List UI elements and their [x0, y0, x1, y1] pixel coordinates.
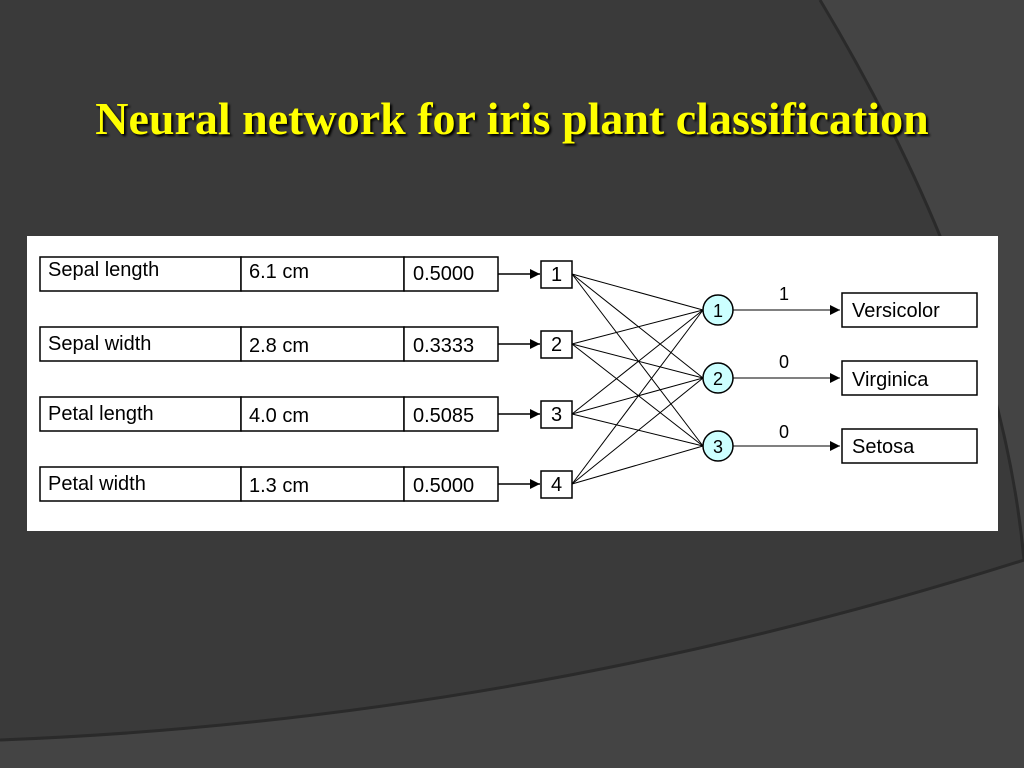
- input-node-label: 2: [551, 334, 562, 356]
- output-value: 0: [779, 422, 789, 442]
- class-label: Setosa: [852, 436, 915, 458]
- feature-name-cell: [39, 256, 242, 292]
- feature-name: Petal width: [48, 473, 146, 495]
- normalized-value: 0.3333: [413, 335, 474, 357]
- input-node-box: [540, 470, 573, 499]
- class-box: [841, 360, 978, 396]
- input-row-3: Petal length 4.0 cm 0.5085 3: [39, 396, 573, 432]
- input-node-label: 3: [551, 404, 562, 426]
- input-node-box: [540, 400, 573, 429]
- output-value: 1: [779, 284, 789, 304]
- neuron-label: 1: [713, 301, 723, 321]
- feature-name-cell: [39, 326, 242, 362]
- input-row-4: Petal width 1.3 cm 0.5000 4: [39, 466, 573, 502]
- feature-value: 4.0 cm: [249, 405, 309, 427]
- feature-value-cell: [240, 396, 405, 432]
- feature-value: 2.8 cm: [249, 335, 309, 357]
- network-diagram: Sepal length 6.1 cm 0.5000 1 Sepal width…: [39, 256, 978, 502]
- input-row-2: Sepal width 2.8 cm 0.3333 2: [39, 326, 573, 362]
- connection-lines: [571, 273, 704, 485]
- feature-name: Sepal length: [48, 259, 159, 281]
- output-value: 0: [779, 352, 789, 372]
- feature-value: 1.3 cm: [249, 475, 309, 497]
- normalized-value-cell: [403, 396, 499, 432]
- normalized-value: 0.5000: [413, 475, 474, 497]
- normalized-value: 0.5085: [413, 405, 474, 427]
- slide-title: Neural network for iris plant classifica…: [95, 93, 929, 144]
- neuron-3: 3 0 Setosa: [702, 422, 978, 464]
- class-box: [841, 292, 978, 328]
- input-row-1: Sepal length 6.1 cm 0.5000 1: [39, 256, 573, 292]
- class-label: Versicolor: [852, 300, 940, 322]
- class-box: [841, 428, 978, 464]
- normalized-value-cell: [403, 326, 499, 362]
- diagram-panel: Sepal length 6.1 cm 0.5000 1 Sepal width…: [27, 236, 998, 531]
- feature-value-cell: [240, 326, 405, 362]
- feature-name: Sepal width: [48, 333, 151, 355]
- feature-name-cell: [39, 396, 242, 432]
- feature-value: 6.1 cm: [249, 261, 309, 283]
- neuron-2: 2 0 Virginica: [702, 352, 978, 396]
- neuron-label: 3: [713, 437, 723, 457]
- normalized-value: 0.5000: [413, 263, 474, 285]
- input-node-label: 1: [551, 264, 562, 286]
- input-node-box: [540, 260, 573, 289]
- neuron-1: 1 1 Versicolor: [702, 284, 978, 328]
- input-node-box: [540, 330, 573, 359]
- neuron-label: 2: [713, 369, 723, 389]
- class-label: Virginica: [852, 369, 929, 391]
- feature-name: Petal length: [48, 403, 154, 425]
- input-node-label: 4: [551, 474, 562, 496]
